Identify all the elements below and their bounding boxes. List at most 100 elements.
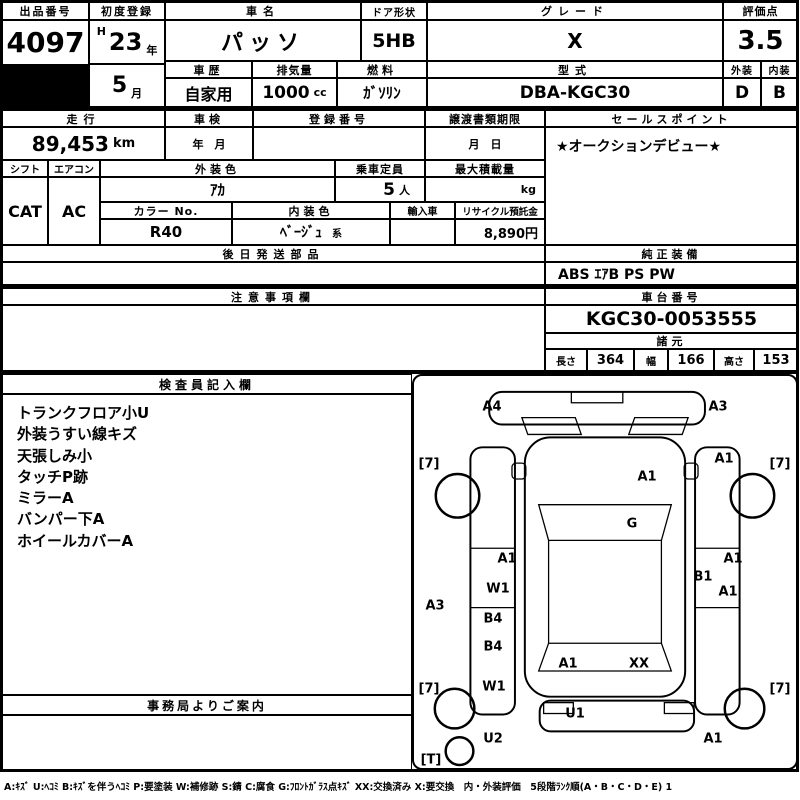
later-parts-label: 後日発送部品 xyxy=(2,245,545,262)
chassis-number-label: 車台番号 xyxy=(545,288,798,305)
damage-marker-U2: U2 xyxy=(483,731,503,747)
year-unit: 年 xyxy=(146,44,158,57)
genuine-equipment-value: ABS ｴｱB PS PW xyxy=(545,262,798,285)
inspector-note: トランクフロア小U xyxy=(17,404,150,422)
caution-label: 注意事項欄 xyxy=(2,288,545,305)
later-parts-value xyxy=(2,262,545,285)
dealer-stamp-area xyxy=(2,65,89,107)
car-history-label: 車歴 xyxy=(165,61,252,78)
side-panel-right-shape xyxy=(694,446,741,716)
inspector-note: 外装うすい線キズ xyxy=(17,425,138,444)
wheel-rear-left xyxy=(433,687,476,730)
damage-marker-A1: A1 xyxy=(558,656,578,672)
damage-marker-B4: B4 xyxy=(483,639,503,655)
headlight-right-shape xyxy=(627,416,690,436)
month-unit: 月 xyxy=(131,87,143,100)
sales-point-value: ★オークションデビュー★ xyxy=(545,127,798,245)
sales-point-label: セールスポイント xyxy=(545,110,798,127)
side-panel-left-shape xyxy=(469,446,516,716)
interior-grade-value: B xyxy=(761,78,798,107)
damage-marker-A1: A1 xyxy=(637,469,657,485)
model-code-label: 型式 xyxy=(427,61,723,78)
mileage-unit: km xyxy=(112,136,136,151)
damage-marker-U1: U1 xyxy=(565,706,585,722)
length-value: 364 xyxy=(587,349,634,371)
capacity-value: 5 人 xyxy=(335,177,425,202)
displacement-label: 排気量 xyxy=(252,61,337,78)
front-plate-shape xyxy=(570,391,624,404)
max-load-unit: kg xyxy=(520,183,536,196)
displacement-value: 1000 cc xyxy=(252,78,337,107)
inspector-note: バンパー下A xyxy=(17,510,105,529)
damage-marker-A3: A3 xyxy=(425,598,445,614)
damage-marker-A1: A1 xyxy=(714,451,734,467)
block-separator xyxy=(1,285,798,288)
specs-label: 諸元 xyxy=(545,333,798,349)
damage-marker-W1: W1 xyxy=(482,679,506,695)
wheel-rear-right xyxy=(723,687,766,730)
first-registration-month-value: 5 xyxy=(111,73,128,98)
aircon-label: エアコン xyxy=(48,160,100,177)
registration-number-label: 登録番号 xyxy=(253,110,425,127)
damage-marker-B4: B4 xyxy=(483,611,503,627)
damage-marker-7: [7] xyxy=(418,456,440,472)
exterior-color-value: ｱｶ xyxy=(100,177,335,202)
block-separator xyxy=(1,371,798,374)
interior-color-label: 内装色 xyxy=(232,202,390,219)
inspector-notes-label: 検査員記入欄 xyxy=(2,374,412,394)
car-history-value: 自家用 xyxy=(165,78,252,107)
recycle-deposit-label: リサイクル預託金 xyxy=(455,202,545,219)
interior-grade-label: 内装 xyxy=(761,61,798,78)
car-name-value: パッソ xyxy=(165,20,361,61)
score-value: 3.5 xyxy=(723,20,798,61)
windshield-shape xyxy=(537,504,673,541)
era-letter: H xyxy=(96,25,106,38)
mirror-left-shape xyxy=(511,462,527,480)
damage-marker-A1: A1 xyxy=(723,551,743,567)
mileage-label: 走行 xyxy=(2,110,165,127)
taillight-right-shape xyxy=(663,701,695,715)
inspector-note: タッチP跡 xyxy=(17,467,88,486)
mileage-number: 89,453 xyxy=(31,131,109,156)
car-body-shape xyxy=(523,436,687,698)
first-registration-label: 初度登録 xyxy=(89,2,165,20)
aircon-value: AC xyxy=(48,177,100,245)
damage-marker-T: [T] xyxy=(420,752,442,768)
exterior-grade-value: D xyxy=(723,78,761,107)
mirror-right-shape xyxy=(683,462,699,480)
genuine-equipment-label: 純正装備 xyxy=(545,245,798,262)
lot-number-value: 4097 xyxy=(2,20,89,65)
shift-value: CAT xyxy=(2,177,48,245)
damage-marker-A1: A1 xyxy=(703,731,723,747)
wheel-front-left xyxy=(434,472,481,519)
first-registration-year-value: 23 xyxy=(108,28,143,56)
damage-marker-XX: XX xyxy=(628,656,650,672)
score-label: 評価点 xyxy=(723,2,798,20)
max-load-label: 最大積載量 xyxy=(425,160,545,177)
inspector-note: ホイールカバーA xyxy=(17,531,134,550)
rear-window-shape xyxy=(537,642,673,672)
damage-marker-W1: W1 xyxy=(486,581,510,597)
width-value: 166 xyxy=(668,349,714,371)
front-bumper-shape xyxy=(488,390,706,426)
import-car-value xyxy=(390,219,455,245)
rear-bumper-shape xyxy=(538,699,696,733)
office-info-label: 事務局よりご案内 xyxy=(2,695,412,715)
capacity-label: 乗車定員 xyxy=(335,160,425,177)
color-number-value: R40 xyxy=(100,219,232,245)
damage-marker-7: [7] xyxy=(418,681,440,697)
grade-value: X xyxy=(427,20,723,61)
first-registration-year: H 23 年 xyxy=(89,20,165,64)
damage-marker-B1: B1 xyxy=(693,569,713,585)
inspector-note: ミラーA xyxy=(17,489,74,508)
shift-label: シフト xyxy=(2,160,48,177)
height-label: 高さ xyxy=(714,349,754,371)
transfer-deadline-label: 譲渡書類期限 xyxy=(425,110,545,127)
exterior-grade-label: 外装 xyxy=(723,61,761,78)
damage-marker-A4: A4 xyxy=(482,399,502,415)
interior-color-value: ﾍﾞｰｼﾞｭ 系 xyxy=(232,219,390,245)
damage-marker-A3: A3 xyxy=(708,399,728,415)
inspector-note: 天張しみ小 xyxy=(17,446,93,465)
